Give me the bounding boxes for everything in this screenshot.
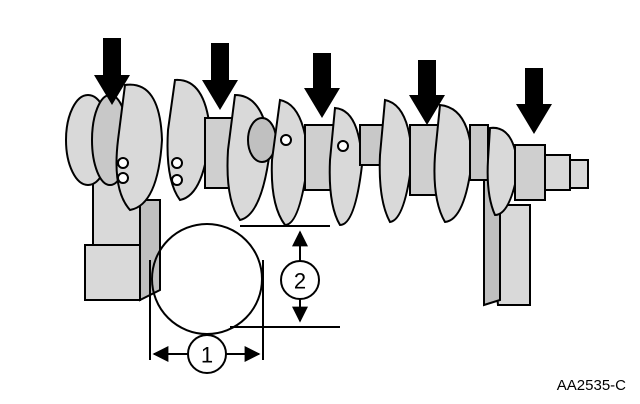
journal-arrow: [94, 38, 130, 105]
crankshaft: [65, 78, 589, 227]
journal-section: [149, 223, 340, 362]
callout-2-label: 2: [294, 269, 306, 294]
counterweight: [115, 83, 164, 212]
counterweight: [433, 103, 474, 224]
main-journal: [514, 144, 546, 201]
journal-arrow: [409, 60, 445, 125]
oil-hole: [117, 172, 129, 184]
callout-1-label: 1: [201, 343, 213, 368]
callout-2: 2: [280, 260, 320, 300]
journal-arrow: [516, 68, 552, 134]
oil-hole: [280, 134, 292, 146]
journal-arrow: [202, 43, 238, 110]
oil-hole: [171, 174, 183, 186]
oil-hole: [117, 157, 129, 169]
counterweight: [328, 106, 364, 227]
counterweight: [270, 98, 310, 227]
callout-1: 1: [187, 334, 227, 374]
front-snout: [544, 154, 571, 191]
oil-hole: [337, 140, 349, 152]
journal-arrows: [94, 38, 552, 134]
figure-reference-code: AA2535-C: [556, 377, 626, 394]
counterweight: [166, 78, 212, 202]
counterweight: [378, 98, 414, 224]
oil-hole: [171, 157, 183, 169]
counterweight: [486, 126, 520, 217]
journal-arrow: [304, 53, 340, 118]
